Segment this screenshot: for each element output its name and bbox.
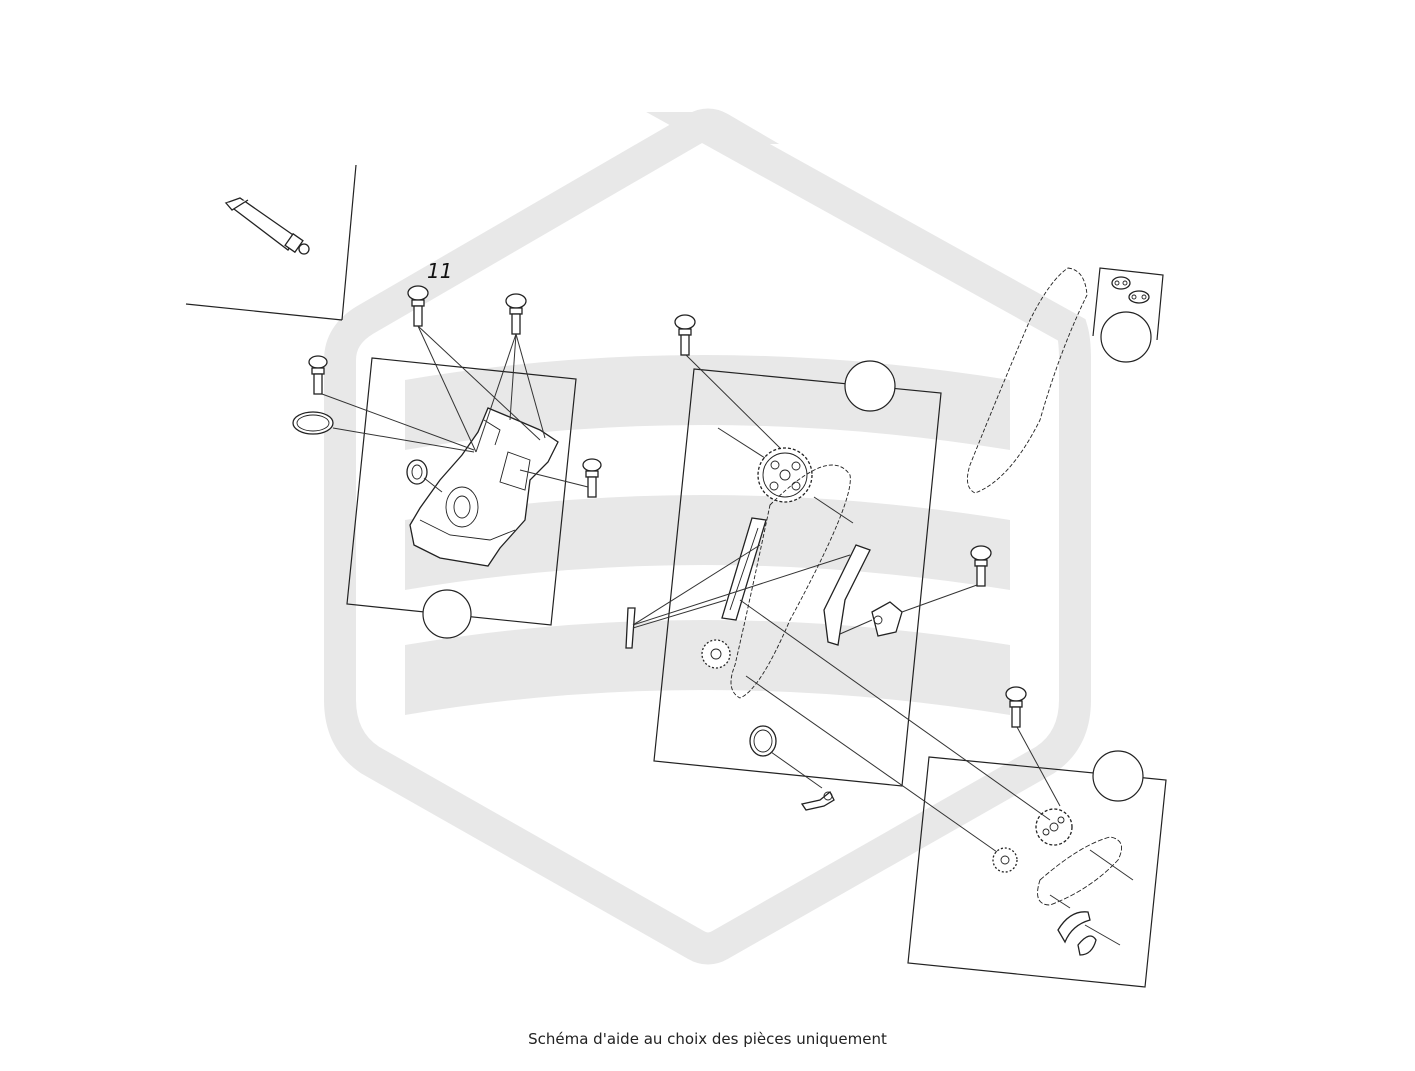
oil-seal-icon[interactable]	[406, 459, 428, 485]
balancer-chain-icon[interactable]	[1037, 836, 1123, 906]
timing-cover-icon[interactable]	[409, 407, 559, 567]
reference-circle-left[interactable]	[422, 589, 472, 639]
callout-number: 11	[427, 259, 452, 283]
bolt-icon[interactable]	[970, 545, 992, 587]
crank-key-icon[interactable]	[800, 790, 835, 811]
chain-tensioner-icon[interactable]	[871, 601, 903, 637]
bolt-icon[interactable]	[505, 293, 527, 335]
sprocket-icon[interactable]	[1035, 808, 1073, 846]
bolt-icon[interactable]	[674, 314, 696, 356]
bolt-icon[interactable]	[1005, 686, 1027, 728]
spare-chain-icon[interactable]	[966, 267, 1088, 494]
reference-circle-center[interactable]	[844, 360, 896, 412]
balancer-chain-group	[907, 686, 1167, 988]
clip-icon[interactable]	[749, 725, 777, 757]
dowel-pin-icon[interactable]	[625, 607, 636, 649]
crank-sprocket-icon[interactable]	[701, 639, 731, 669]
timing-cover-group	[292, 285, 602, 639]
camshaft-sprocket-icon[interactable]	[757, 447, 813, 503]
timing-chain-icon[interactable]	[730, 464, 851, 699]
tensioner-arm-icon[interactable]	[823, 544, 871, 646]
sealant-tube-group	[185, 164, 357, 321]
chain-guide-icon[interactable]	[1057, 911, 1097, 956]
sealant-tube-icon[interactable]	[224, 197, 310, 255]
spare-chain-group	[966, 267, 1088, 494]
o-ring-icon[interactable]	[292, 411, 334, 435]
bolt-icon[interactable]	[308, 355, 328, 395]
chain-link-group	[1092, 267, 1164, 363]
diagram-caption: Schéma d'aide au choix des pièces unique…	[528, 1030, 887, 1048]
bolt-icon[interactable]	[582, 458, 602, 498]
reference-circle-bottom-right[interactable]	[1092, 750, 1144, 802]
bolt-icon[interactable]	[407, 285, 429, 327]
small-sprocket-icon[interactable]	[992, 847, 1018, 873]
timing-chain-group	[625, 314, 978, 811]
chain-link-icon[interactable]	[1111, 276, 1150, 304]
reference-circle-top-right[interactable]	[1100, 311, 1152, 363]
chain-guide-icon[interactable]	[721, 517, 767, 621]
